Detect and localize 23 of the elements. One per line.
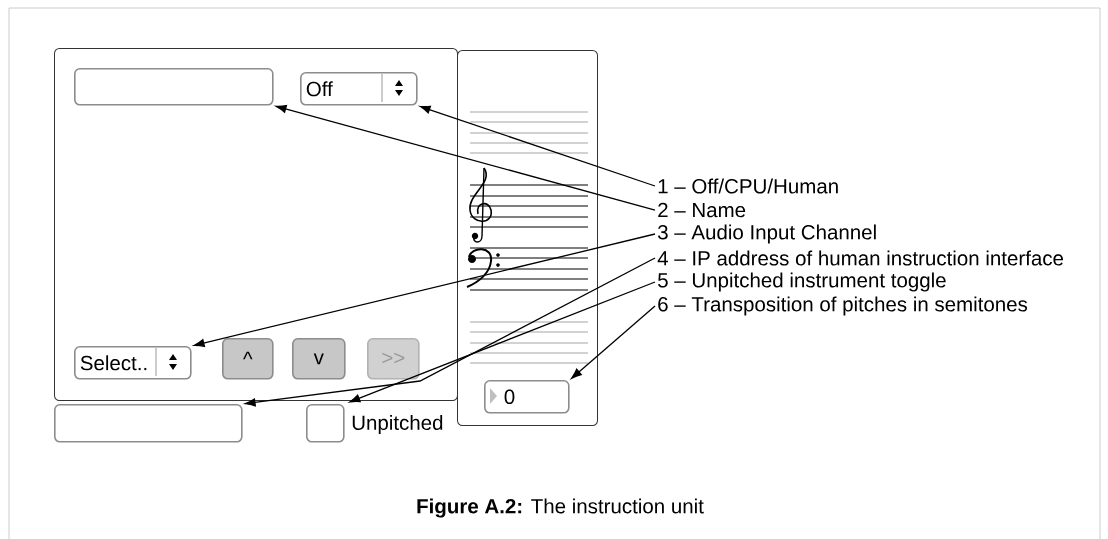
number-field: 0	[484, 380, 570, 414]
text-field	[54, 404, 243, 443]
callout-text: 4 – IP address of human instruction interface	[657, 250, 1064, 266]
callout-text: 2 – Name	[658, 202, 746, 218]
button: >>	[367, 338, 420, 380]
arrow	[244, 257, 656, 407]
callout-text: 3 – Audio Input Channel	[658, 224, 876, 244]
text-field	[74, 68, 274, 106]
figure-caption: Figure A.2: The instruction unit	[417, 498, 704, 518]
callout-text: 6 – Transposition of pitches in semitones	[658, 296, 1028, 316]
button: ^	[222, 338, 274, 380]
arrow	[419, 105, 656, 187]
arrow	[275, 104, 656, 211]
arrow	[349, 281, 656, 403]
arrow	[571, 305, 656, 379]
button: v	[292, 338, 346, 380]
arrow	[193, 233, 656, 348]
control-panel	[54, 48, 458, 401]
checkbox-label: Unpitched	[352, 414, 443, 435]
dropdown: Off	[300, 72, 418, 106]
callout-text: 1 – Off/CPU/Human	[658, 178, 838, 194]
callout-text: 5 – Unpitched instrument toggle	[658, 272, 946, 292]
dropdown: Select..	[74, 346, 192, 380]
